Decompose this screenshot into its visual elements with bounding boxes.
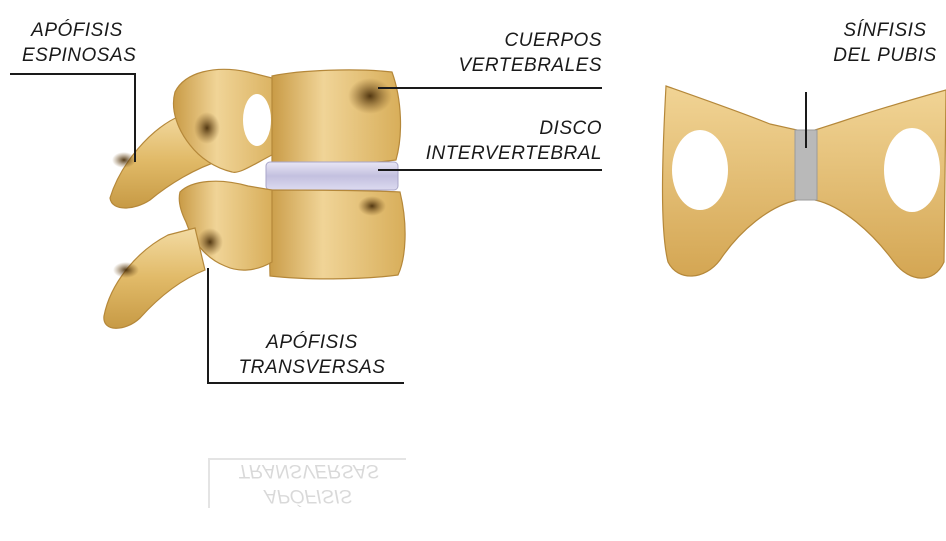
transverse-process-label: APÓFISIS TRANSVERSAS [222,330,402,380]
pubic-symphysis-label: SÍNFISIS DEL PUBIS [826,18,944,68]
reflection-line1: APÓFISIS [208,483,408,508]
reflection-line2: TRANSVERSAS [208,458,408,483]
vertebral-bodies-label: CUERPOS VERTEBRALES [430,28,602,78]
symphysis-label-line2: DEL PUBIS [826,43,944,68]
left-obturator-foramen [672,130,728,210]
disc-label-line2: INTERVERTEBRAL [402,141,602,166]
transverse-label-reflection: APÓFISIS TRANSVERSAS [208,458,408,508]
disc-label-line1: DISCO [402,116,602,141]
spinous-label-line1: APÓFISIS [22,18,132,43]
transverse-label-line2: TRANSVERSAS [222,355,402,380]
bodies-label-line2: VERTEBRALES [430,53,602,78]
transverse-label-line1: APÓFISIS [222,330,402,355]
bodies-label-line1: CUERPOS [430,28,602,53]
lower-spinous-process [104,228,205,328]
spinous-label-line2: ESPINOSAS [22,43,132,68]
intervertebral-disc [266,162,398,190]
upper-foramen [243,94,271,146]
vertebral-column-illustration [104,69,405,328]
right-obturator-foramen [884,128,940,212]
symphysis-label-line1: SÍNFISIS [826,18,944,43]
intervertebral-disc-label: DISCO INTERVERTEBRAL [402,116,602,166]
pubic-symphysis-illustration [663,86,946,278]
spinous-leader [10,74,135,162]
spinous-process-label: APÓFISIS ESPINOSAS [22,18,132,68]
